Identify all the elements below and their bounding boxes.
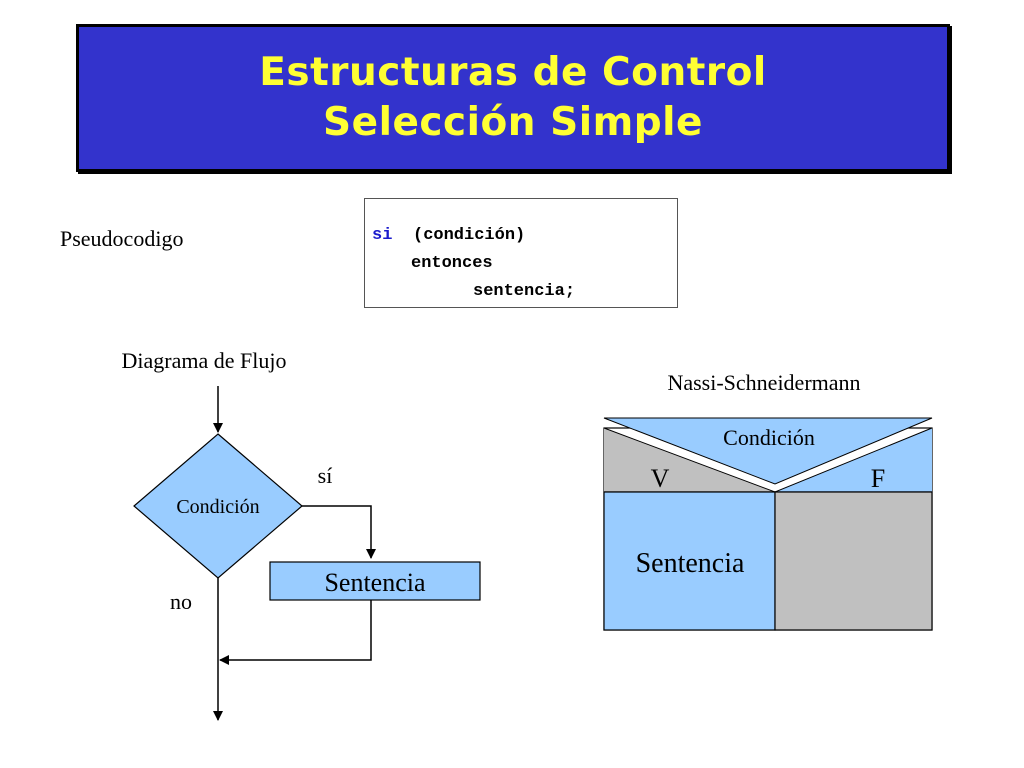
flowchart: Diagrama de Flujo Condición sí Sentencia…	[122, 348, 481, 721]
code-statement: sentencia;	[473, 282, 576, 301]
no-label: no	[170, 589, 192, 614]
yes-label: sí	[318, 463, 333, 488]
code-keyword-si: si	[372, 226, 393, 245]
nassi-condition-label: Condición	[723, 425, 815, 450]
statement-label: Sentencia	[324, 568, 426, 597]
pseudocode-label: Pseudocodigo	[60, 226, 184, 251]
title-line-1: Estructuras de Control	[259, 50, 767, 95]
merge-arrow	[219, 600, 372, 665]
nassi-false-block	[774, 491, 933, 631]
nassi-condition-triangle	[603, 417, 933, 485]
code-then: entonces	[411, 254, 493, 273]
nassi-false-label: F	[871, 464, 885, 493]
pseudocode-box: si (condición) entonces sentencia;	[364, 198, 678, 308]
title-line-2: Selección Simple	[323, 100, 703, 145]
nassi-true-label: V	[651, 464, 670, 493]
nassi-diagram: Nassi-Schneidermann Condición V F Senten…	[603, 370, 933, 631]
statement-box	[269, 561, 481, 601]
decision-label: Condición	[176, 496, 259, 518]
nassi-label: Nassi-Schneidermann	[667, 370, 860, 395]
code-condition: (condición)	[413, 226, 526, 245]
title-banner: Estructuras de Control Selección Simple	[76, 24, 950, 172]
nassi-true-block	[603, 491, 776, 631]
flowchart-label: Diagrama de Flujo	[122, 348, 287, 373]
yes-branch-arrow	[302, 505, 376, 559]
nassi-statement-label: Sentencia	[636, 548, 745, 579]
